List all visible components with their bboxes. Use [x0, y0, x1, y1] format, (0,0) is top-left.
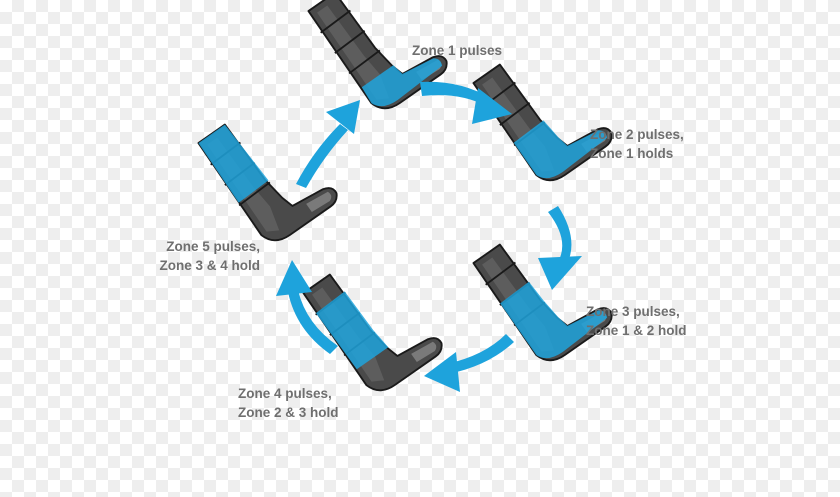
boot-stage-5 [195, 93, 342, 251]
stage-4-line-1: Zone 4 pulses, [238, 386, 332, 401]
zone-1-highlight [361, 58, 443, 107]
stage-1-line-1: Zone 1 pulses [412, 43, 503, 58]
stage-5-line-1: Zone 5 pulses, [166, 239, 260, 254]
stage-2-label: Zone 2 pulses, Zone 1 holds [590, 125, 684, 163]
stage-2-line-1: Zone 2 pulses, [590, 127, 684, 142]
stage-1-label: Zone 1 pulses [412, 41, 502, 60]
stage-3-label: Zone 3 pulses, Zone 1 & 2 hold [586, 302, 687, 340]
stage-4-label: Zone 4 pulses, Zone 2 & 3 hold [238, 384, 339, 422]
stage-4-line-2: Zone 2 & 3 hold [238, 405, 339, 420]
stage-3-line-2: Zone 1 & 2 hold [586, 323, 687, 338]
stage-5-label: Zone 5 pulses, Zone 3 & 4 hold [134, 237, 260, 275]
cycle-arrows [276, 81, 582, 392]
zone-3-5-highlight [198, 124, 269, 203]
arrow-5-to-1 [296, 100, 360, 188]
boot-stage-1 [305, 0, 452, 119]
stage-2-line-2: Zone 1 holds [590, 146, 674, 161]
arrow-2-to-3 [538, 206, 582, 290]
boot-stage-4 [300, 243, 447, 401]
zone-1-2-highlight [513, 120, 608, 179]
arrow-3-to-4 [424, 334, 514, 392]
boot-stage-3 [470, 213, 617, 371]
zone-1-3-highlight [500, 281, 608, 359]
arrow-4-to-5 [276, 260, 338, 354]
stage-3-line-1: Zone 3 pulses, [586, 304, 680, 319]
stage-5-line-2: Zone 3 & 4 hold [159, 258, 260, 273]
arrow-1-to-2 [420, 81, 512, 124]
zone-2-4-highlight [315, 291, 389, 370]
boot-stage-2 [470, 33, 617, 191]
